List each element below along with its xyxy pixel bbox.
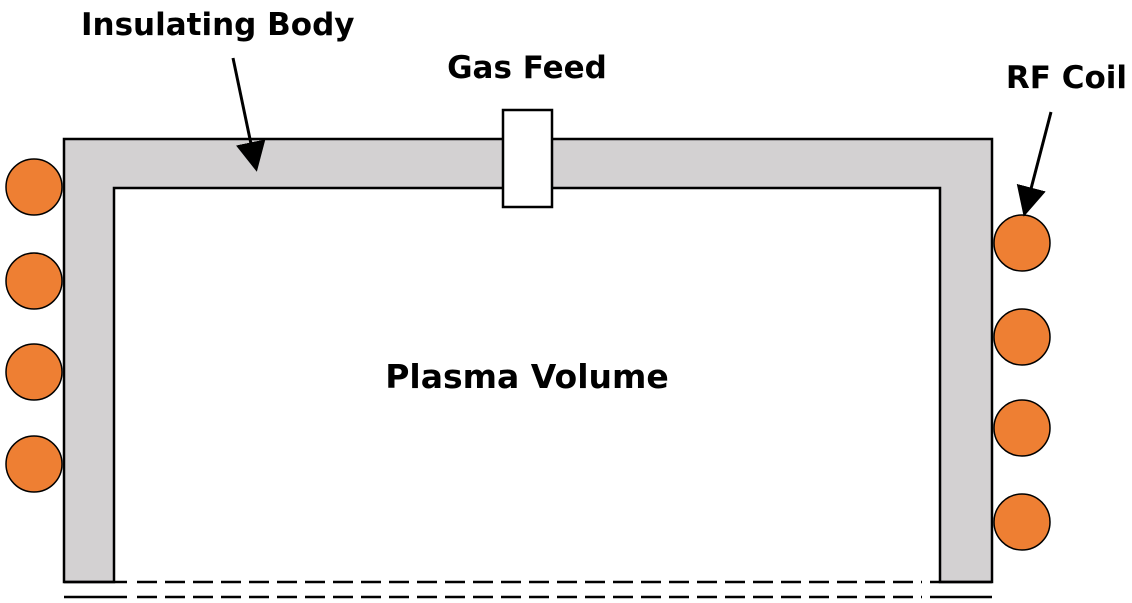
rf-coil-turn [5, 252, 63, 310]
rf-coil-turn [993, 493, 1051, 551]
rf-coil-turn [5, 435, 63, 493]
gas-feed-port [501, 108, 554, 209]
rf-coil-turn [5, 158, 63, 216]
insulating-body-label: Insulating Body [81, 7, 355, 43]
rf-coil-turn [993, 214, 1051, 272]
rf-coil-turn [993, 399, 1051, 457]
insulating-body-arrow [231, 57, 266, 172]
left-rf-coils [5, 158, 63, 493]
rf-coil-turn [993, 308, 1051, 366]
plasma-volume-label: Plasma Volume [385, 357, 669, 396]
rf-coil-label: RF Coil [1006, 60, 1127, 96]
rf-coil-arrow [1016, 111, 1053, 217]
gas-feed-label: Gas Feed [447, 50, 607, 86]
right-rf-coils [993, 214, 1051, 551]
bottom-boundary [64, 580, 992, 599]
rf-coil-turn [5, 343, 63, 401]
